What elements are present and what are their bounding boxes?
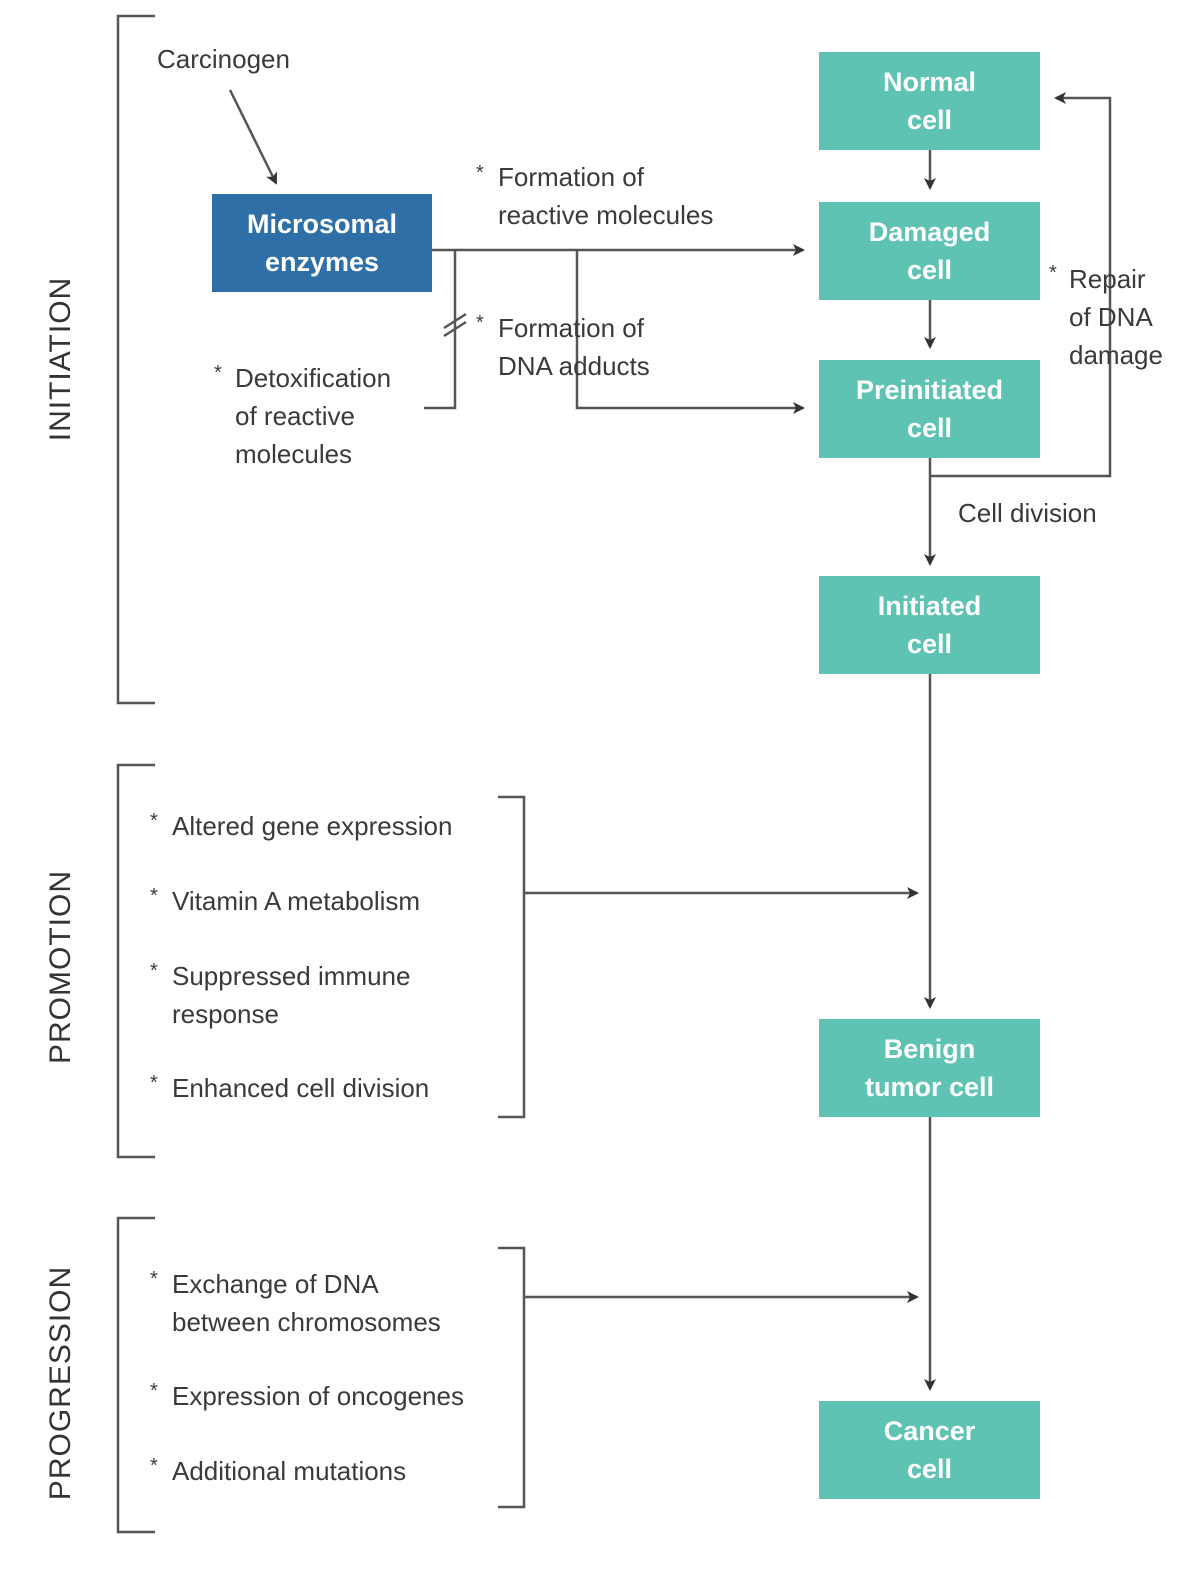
promotion-bracket [116,763,155,1159]
progression-item: Additional mutations [172,1456,407,1486]
adducts-arrow [575,250,805,414]
phase-promotion: PROMOTION [44,870,77,1064]
progression-bracket [116,1216,155,1534]
asterisk: * [150,1455,158,1477]
phase-progression: PROGRESSION [44,1265,77,1501]
promotion-items-bracket [498,795,526,1119]
asterisk: * [150,810,158,832]
asterisk: * [476,312,484,334]
repair-dna-label: Repair of DNA damage [1069,260,1163,374]
box-line: cell [906,255,953,285]
benign-tumor-cell-box: Benign tumor cell [819,1019,1040,1117]
box-line: Normal [882,67,977,97]
detoxification-label: Detoxification of reactive molecules [235,359,391,473]
box-line: Cancer [883,1416,976,1446]
progression-item: Expression of oncogenes [172,1381,464,1411]
asterisk: * [150,960,158,982]
label-line: DNA adducts [498,351,650,381]
label-line: reactive molecules [498,200,714,230]
label-line: response [172,999,279,1029]
asterisk: * [150,1380,158,1402]
asterisk: * [214,362,222,384]
box-line: enzymes [264,247,380,277]
box-line: Preinitiated [855,375,1004,405]
label-line: damage [1069,340,1163,370]
label-line: Exchange of DNA [172,1269,379,1299]
label-line: of DNA [1069,302,1153,332]
progression-items-bracket [498,1246,526,1509]
reactive-molecules-label: Formation of reactive molecules [498,158,713,234]
normal-cell-box: Normal cell [819,52,1040,150]
box-line: tumor cell [864,1072,995,1102]
carcinogen-label: Carcinogen [157,44,290,74]
asterisk: * [1049,262,1057,284]
label-line: molecules [235,439,353,469]
label-line: Formation of [498,313,644,343]
carcinogen-arrow [228,89,278,185]
detox-line [424,250,457,410]
phase-initiation: INITIATION [44,276,77,442]
promotion-item: Suppressed immune response [172,957,410,1033]
box-line: Damaged [868,217,991,247]
box-line: Initiated [877,591,982,621]
progression-item: Exchange of DNA between chromosomes [172,1265,441,1341]
cancer-cell-box: Cancer cell [819,1401,1040,1499]
asterisk: * [150,1072,158,1094]
box-line: cell [906,629,953,659]
promotion-item: Vitamin A metabolism [172,886,421,916]
label-line: Repair [1069,264,1146,294]
label-line: Formation of [498,162,644,192]
cell-division-label: Cell division [958,498,1097,528]
label-line: between chromosomes [172,1307,441,1337]
initiation-bracket [116,14,155,705]
preinitiated-cell-box: Preinitiated cell [819,360,1040,458]
connector-layer [116,14,1112,1534]
promotion-item: Altered gene expression [172,811,453,841]
box-line: cell [906,1454,953,1484]
dna-adducts-label: Formation of DNA adducts [498,309,650,385]
box-line: Microsomal [246,209,398,239]
label-line: Suppressed immune [172,961,411,991]
block-mark [443,312,467,330]
block-mark [443,320,467,338]
asterisk: * [150,885,158,907]
box-line: Benign [883,1034,976,1064]
promotion-item: Enhanced cell division [172,1073,430,1103]
microsomal-enzymes-box: Microsomal enzymes [212,194,432,292]
box-line: cell [906,105,953,135]
initiated-cell-box: Initiated cell [819,576,1040,674]
asterisk: * [476,162,484,184]
label-line: Detoxification [235,363,392,393]
asterisk: * [150,1268,158,1290]
box-line: cell [906,413,953,443]
label-line: of reactive [235,401,355,431]
damaged-cell-box: Damaged cell [819,202,1040,300]
repair-loop-arrow [930,92,1112,478]
